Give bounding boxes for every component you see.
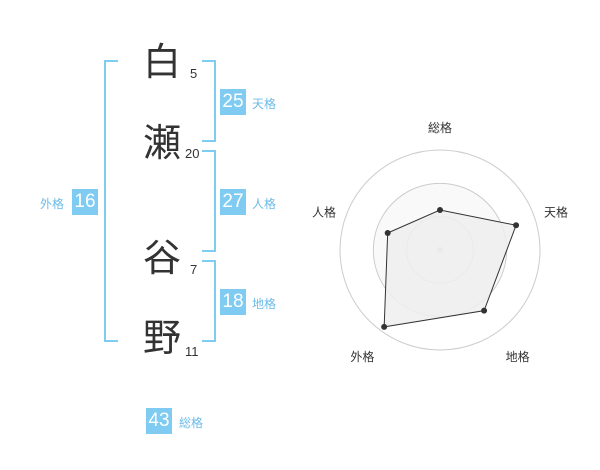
radar-axis-label-2: 天格 bbox=[544, 204, 568, 219]
tenkaku-value: 25 bbox=[220, 89, 246, 115]
radar-point-5 bbox=[384, 230, 391, 237]
stroke-count-2: 20 bbox=[185, 146, 200, 161]
radar-axis-label-4: 外格 bbox=[350, 349, 374, 364]
radar-axis-label-1: 総格 bbox=[428, 120, 452, 135]
soukaku-value: 43 bbox=[146, 408, 172, 434]
name-char-1: 白 bbox=[143, 40, 182, 84]
radar-axis-label-5: 人格 bbox=[312, 204, 336, 219]
stroke-count-4: 11 bbox=[185, 344, 199, 359]
radar-point-2 bbox=[513, 222, 520, 229]
jinkaku-label: 人格 bbox=[252, 197, 277, 211]
chikaku-value: 18 bbox=[220, 289, 246, 315]
soukaku-label: 総格 bbox=[179, 416, 204, 430]
radar-point-4 bbox=[381, 323, 388, 330]
name-char-4: 野 bbox=[143, 316, 182, 360]
jinkaku-bracket bbox=[202, 150, 216, 252]
tenkaku-label: 天格 bbox=[252, 97, 277, 111]
stroke-count-1: 5 bbox=[190, 66, 198, 81]
jinkaku-value: 27 bbox=[220, 189, 246, 215]
chikaku-label: 地格 bbox=[252, 297, 277, 311]
radar-point-3 bbox=[481, 307, 488, 314]
chikaku-bracket bbox=[202, 260, 216, 342]
gaikaku-label: 外格 bbox=[40, 197, 65, 211]
name-char-2: 瀬 bbox=[143, 121, 182, 165]
gaikaku-value: 16 bbox=[72, 189, 98, 215]
tenkaku-bracket bbox=[202, 60, 216, 142]
stroke-count-3: 7 bbox=[190, 262, 198, 277]
name-char-3: 谷 bbox=[143, 236, 182, 280]
radar-axis-label-3: 地格 bbox=[506, 349, 530, 364]
radar-polygon bbox=[383, 209, 517, 328]
radar-point-1 bbox=[437, 207, 443, 213]
gaikaku-bracket bbox=[104, 60, 118, 342]
